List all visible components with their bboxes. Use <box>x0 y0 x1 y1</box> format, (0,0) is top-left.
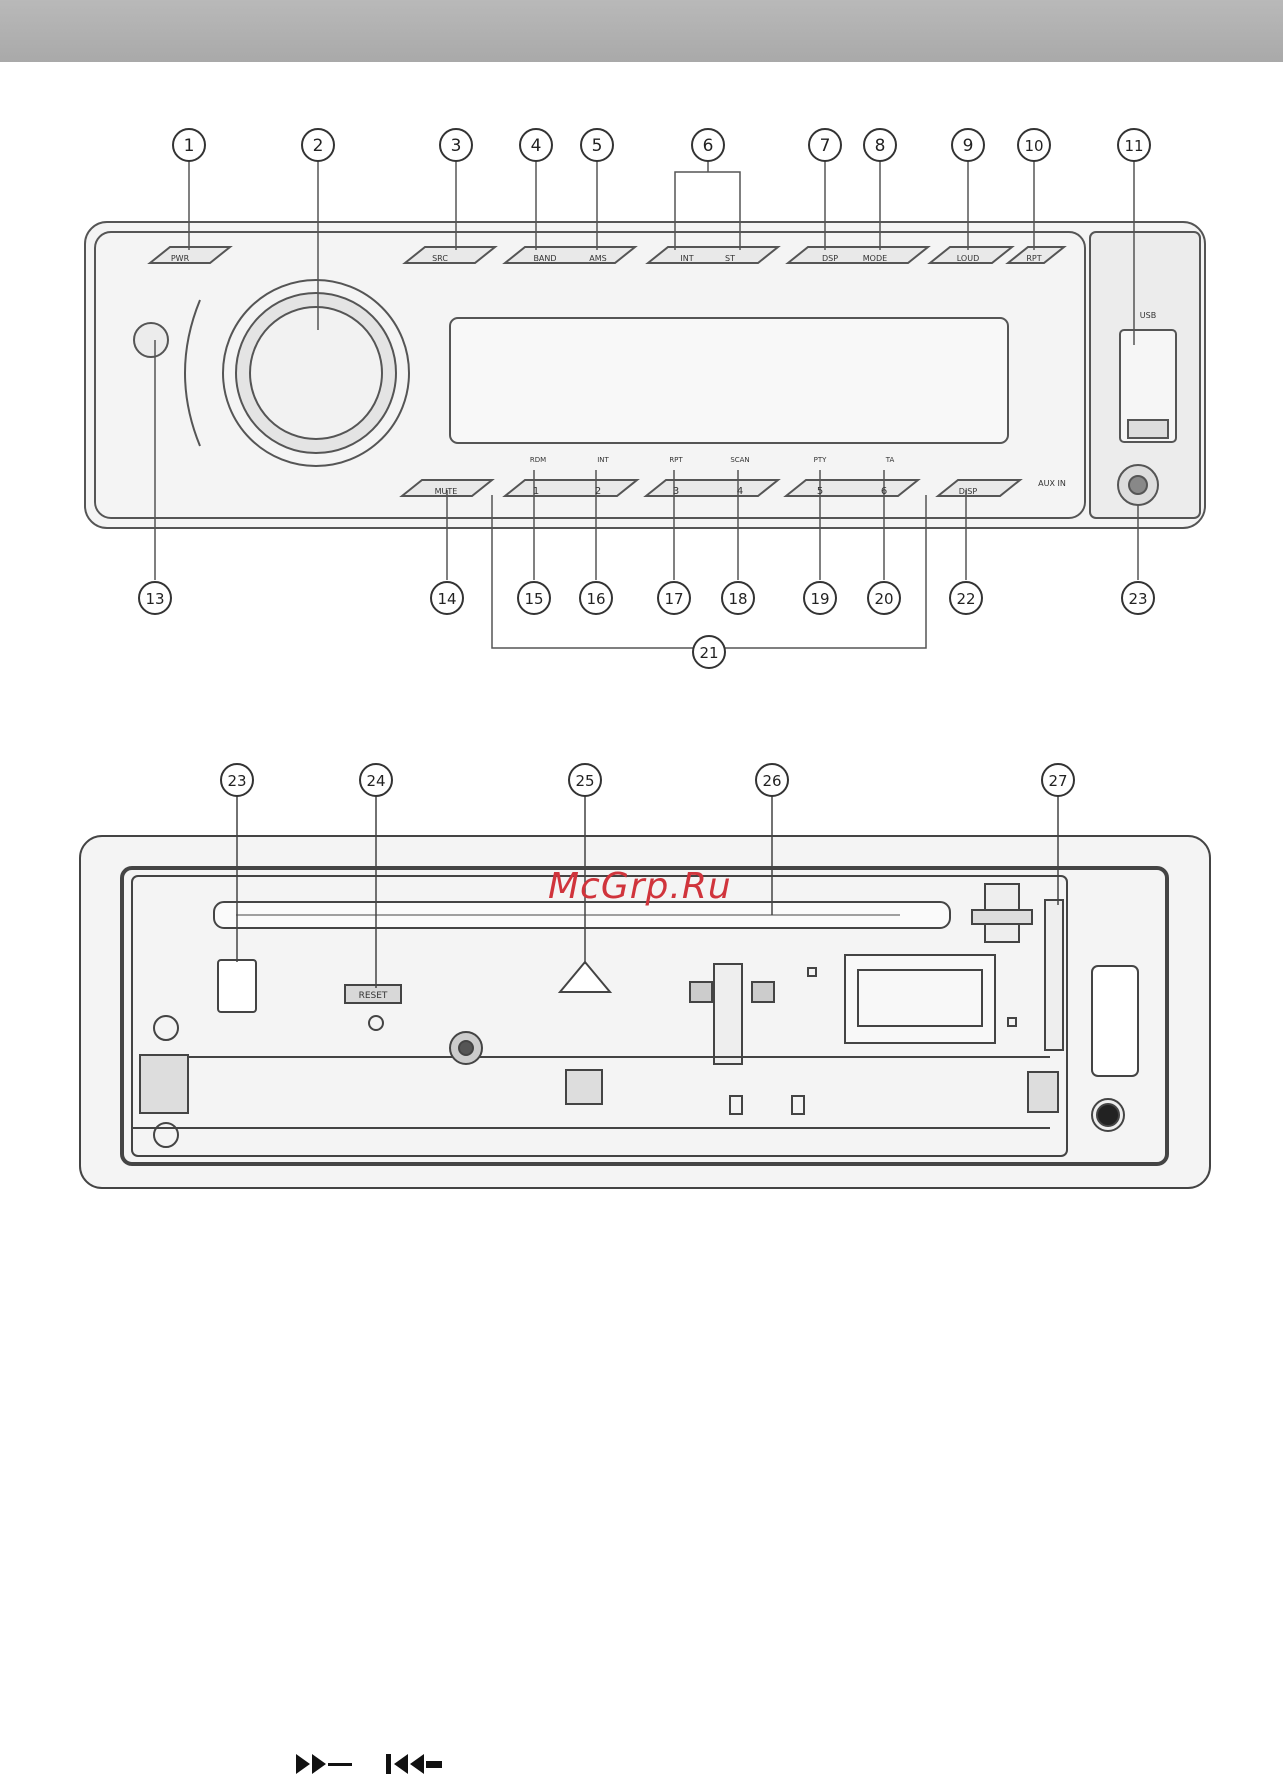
rear-panel <box>80 795 1210 1188</box>
rear-callout-number: 23 <box>227 772 246 790</box>
usb-port-rear <box>1092 966 1138 1076</box>
front-callout-6: 6 <box>692 129 724 161</box>
rear-callout-number: 27 <box>1048 772 1067 790</box>
front-callout-number: 5 <box>592 136 603 156</box>
rear-callout-25: 25 <box>569 764 601 796</box>
front-callout-number: 8 <box>875 136 886 156</box>
front-callout-number: 15 <box>524 590 543 608</box>
preset-number: 2 <box>595 486 601 497</box>
ir-sensor <box>134 323 168 357</box>
front-callout-number: 2 <box>313 136 324 156</box>
bottom-transport-icons <box>296 1752 446 1776</box>
top-button-label: MODE <box>863 254 887 263</box>
front-callout-19: 19 <box>804 582 836 614</box>
front-callout-number: 19 <box>810 590 829 608</box>
front-panel <box>85 161 1205 648</box>
front-callout-4: 4 <box>520 129 552 161</box>
watermark-text: McGrp.Ru <box>548 866 732 907</box>
front-callout-number: 3 <box>451 136 462 156</box>
mute-button-label: MUTE <box>435 487 458 496</box>
rear-callout-27: 27 <box>1042 764 1074 796</box>
front-callout-number: 7 <box>820 136 831 156</box>
front-callout-14: 14 <box>431 582 463 614</box>
front-callout-21: 21 <box>693 636 725 668</box>
front-callout-18: 18 <box>722 582 754 614</box>
rear-callout-26: 26 <box>756 764 788 796</box>
front-callout-number: 11 <box>1124 137 1143 155</box>
front-callout-number: 4 <box>531 136 542 156</box>
front-callout-11: 11 <box>1118 129 1150 161</box>
rear-callout-number: 25 <box>575 772 594 790</box>
top-button-label: PWR <box>171 254 190 263</box>
front-callout-7: 7 <box>809 129 841 161</box>
front-callout-2: 2 <box>302 129 334 161</box>
front-callout-5: 5 <box>581 129 613 161</box>
front-callout-number: 20 <box>874 590 893 608</box>
preset-label: RDM <box>530 456 546 464</box>
rear-callout-24: 24 <box>360 764 392 796</box>
front-callout-20: 20 <box>868 582 900 614</box>
top-button-label: BAND <box>533 254 556 263</box>
front-callout-10: 10 <box>1018 129 1050 161</box>
aux-label: AUX IN <box>1038 479 1066 488</box>
fast-forward-icon <box>296 1752 356 1776</box>
front-callout-23: 23 <box>1122 582 1154 614</box>
top-button-label: SRC <box>432 254 448 263</box>
rear-callout-23: 23 <box>221 764 253 796</box>
front-callout-3: 3 <box>440 129 472 161</box>
rear-callout-number: 26 <box>762 772 781 790</box>
front-callout-1: 1 <box>173 129 205 161</box>
front-callout-number: 9 <box>963 136 974 156</box>
lcd-display <box>450 318 1008 443</box>
preset-number: 6 <box>881 486 887 497</box>
front-callout-16: 16 <box>580 582 612 614</box>
disp-button-label: DISP <box>959 487 978 496</box>
front-callout-number: 16 <box>586 590 605 608</box>
front-callout-9: 9 <box>952 129 984 161</box>
preset-label: SCAN <box>730 456 749 464</box>
usb-label: USB <box>1140 311 1156 320</box>
top-button-label: ST <box>725 254 735 263</box>
preset-number: 4 <box>737 486 743 497</box>
preset-label: PTY <box>814 456 827 464</box>
preset-label: TA <box>885 456 895 464</box>
top-button-label: LOUD <box>957 254 979 263</box>
preset-label: RPT <box>669 456 683 464</box>
top-button-label: AMS <box>589 254 606 263</box>
front-callout-number: 18 <box>728 590 747 608</box>
front-callout-8: 8 <box>864 129 896 161</box>
top-button-label: RPT <box>1026 254 1041 263</box>
reset-label: RESET <box>359 991 388 1001</box>
front-callout-15: 15 <box>518 582 550 614</box>
front-callout-number: 1 <box>184 136 195 156</box>
front-callout-number: 21 <box>699 644 718 662</box>
front-callout-number: 23 <box>1128 590 1147 608</box>
rear-callout-number: 24 <box>366 772 385 790</box>
front-callout-17: 17 <box>658 582 690 614</box>
skip-back-icon <box>386 1752 446 1776</box>
front-callout-number: 22 <box>956 590 975 608</box>
front-callout-number: 17 <box>664 590 683 608</box>
front-callout-number: 14 <box>437 590 456 608</box>
top-button-label: DSP <box>822 254 838 263</box>
preset-label: INT <box>597 456 609 464</box>
front-callout-22: 22 <box>950 582 982 614</box>
front-callout-number: 10 <box>1024 137 1043 155</box>
top-button-label: INT <box>680 254 693 263</box>
preset-number: 3 <box>673 486 679 497</box>
front-callout-number: 13 <box>145 590 164 608</box>
preset-number: 1 <box>533 486 539 497</box>
preset-number: 5 <box>817 486 823 497</box>
front-callout-13: 13 <box>139 582 171 614</box>
front-callout-number: 6 <box>703 136 714 156</box>
